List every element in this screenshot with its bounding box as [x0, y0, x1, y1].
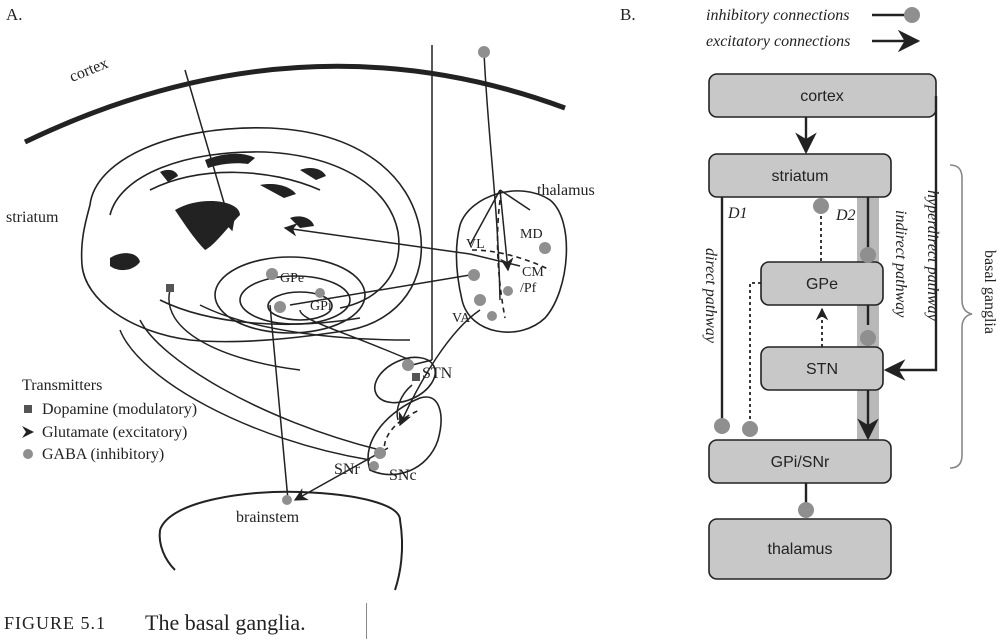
md-label: MD: [520, 227, 543, 242]
basal-ganglia-label: basal ganglia: [981, 250, 998, 334]
inhibitory-dot-icon: [904, 7, 920, 23]
panel-b-inhibitory-dots: [714, 198, 876, 518]
panel-b-connections: [720, 96, 938, 503]
direct-pathway-label: direct pathway: [702, 248, 719, 344]
gpi-snr-box-label: GPi/SNr: [771, 454, 830, 471]
globus-pallidus-shape: [214, 256, 366, 334]
thalamus-shape: [455, 190, 568, 333]
thalamus-box: [708, 518, 892, 580]
legend-b-inhibitory-label: inhibitory connections: [706, 7, 850, 24]
thalamus-box-label: thalamus: [768, 541, 833, 558]
hyperdirect-pathway-label: hyperdirect pathway: [924, 190, 941, 322]
d1-label: D1: [727, 205, 748, 222]
d2-label: D2: [835, 207, 856, 224]
snc-label: SNc: [389, 467, 417, 484]
thalamus-label: thalamus: [537, 182, 595, 199]
figure-caption: The basal ganglia.: [145, 610, 306, 635]
legend-a-title: Transmitters: [22, 377, 102, 394]
gpi-snr-box: [708, 439, 892, 484]
indirect-pathway-label: indirect pathway: [892, 210, 909, 318]
striatum-label: striatum: [6, 209, 59, 226]
dopamine-marker-icon: [24, 405, 32, 413]
panel-b-boxes: [708, 73, 937, 580]
gpi-label: GPi: [310, 299, 332, 314]
cortex-arc: [23, 63, 566, 145]
panel-a-gaba-dots: [266, 46, 551, 505]
striatum-fibers: [110, 153, 326, 271]
panel-a: A. cortex striatum GPe GPi: [6, 5, 595, 591]
panel-b-label: B.: [620, 5, 636, 24]
cortex-label: cortex: [67, 55, 110, 86]
striatum-shape: [80, 127, 423, 343]
legend-a-item-glutamate: Glutamate (excitatory): [42, 424, 187, 441]
brainstem-shape: [158, 490, 404, 591]
panel-b: B. inhibitory connections excitatory con…: [620, 5, 998, 580]
legend-b-excitatory-label: excitatory connections: [706, 33, 850, 50]
panel-a-connections: [119, 45, 531, 501]
panel-a-dopamine-markers: [166, 284, 420, 381]
gpe-box-label: GPe: [806, 276, 838, 293]
brainstem-label: brainstem: [236, 509, 300, 526]
cm-label: CM: [522, 265, 544, 280]
caption-divider: [366, 603, 367, 639]
vl-label: VL: [466, 237, 485, 252]
cortex-box: [708, 73, 937, 118]
basal-ganglia-brace: [949, 164, 973, 469]
figure-number: FIGURE 5.1: [4, 613, 107, 633]
glutamate-arrowhead-icon: [22, 426, 34, 438]
panel-a-label: A.: [6, 5, 23, 24]
va-label: VA: [452, 311, 471, 326]
stn-box-label: STN: [806, 361, 838, 378]
pf-label: /Pf: [520, 281, 537, 296]
legend-a-item-dopamine: Dopamine (modulatory): [42, 401, 197, 418]
transmitter-legend: Transmitters Dopamine (modulatory) Gluta…: [22, 377, 197, 463]
legend-a-item-gaba: GABA (inhibitory): [42, 446, 164, 463]
gpe-label: GPe: [280, 271, 304, 286]
striatum-box-label: striatum: [772, 168, 829, 185]
cortex-box-label: cortex: [800, 88, 844, 105]
gaba-dot-icon: [23, 449, 33, 459]
